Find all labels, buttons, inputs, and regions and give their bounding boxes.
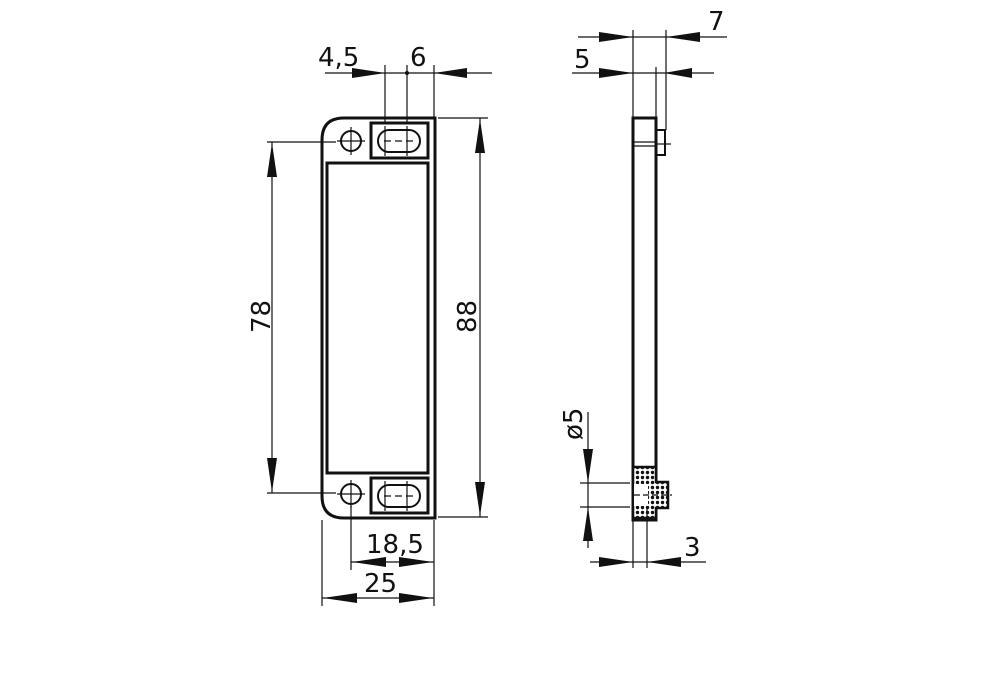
dim-label-total-depth: 7 bbox=[708, 7, 725, 37]
mounting-hole-bottom bbox=[337, 480, 365, 508]
label-window bbox=[325, 161, 430, 475]
dim-slot bbox=[325, 65, 492, 123]
front-outline bbox=[320, 116, 437, 520]
dim-label-overall-width: 25 bbox=[364, 569, 397, 599]
dim-label-hole-diameter: ø5 bbox=[559, 408, 589, 440]
dim-hole-diameter bbox=[580, 412, 630, 548]
slot-bottom bbox=[369, 476, 430, 515]
dim-hole-spacing bbox=[267, 141, 336, 494]
side-view: 7 5 ø5 3 bbox=[559, 7, 727, 568]
dim-overall-height bbox=[438, 117, 488, 518]
dim-label-body-depth: 5 bbox=[574, 45, 591, 75]
dim-hole-to-edge bbox=[350, 506, 435, 606]
dim-label-slot-offset: 4,5 bbox=[318, 43, 359, 73]
dim-label-base-thickness: 3 bbox=[684, 533, 701, 563]
side-bump-top bbox=[656, 129, 666, 156]
dim-label-overall-height: 88 bbox=[453, 300, 483, 333]
dim-base-thickness bbox=[590, 508, 706, 568]
dim-label-slot-width: 6 bbox=[410, 43, 427, 73]
front-view: 4,5 6 88 78 18,5 bbox=[247, 43, 492, 606]
dim-total-depth bbox=[578, 30, 727, 130]
side-body bbox=[631, 116, 658, 522]
dim-overall-width bbox=[321, 520, 434, 606]
slot-top bbox=[369, 121, 430, 160]
mounting-hole-top bbox=[337, 127, 365, 155]
dim-label-hole-spacing: 78 bbox=[247, 300, 277, 333]
dim-body-depth bbox=[572, 67, 714, 118]
dim-label-hole-to-edge: 18,5 bbox=[366, 530, 424, 560]
